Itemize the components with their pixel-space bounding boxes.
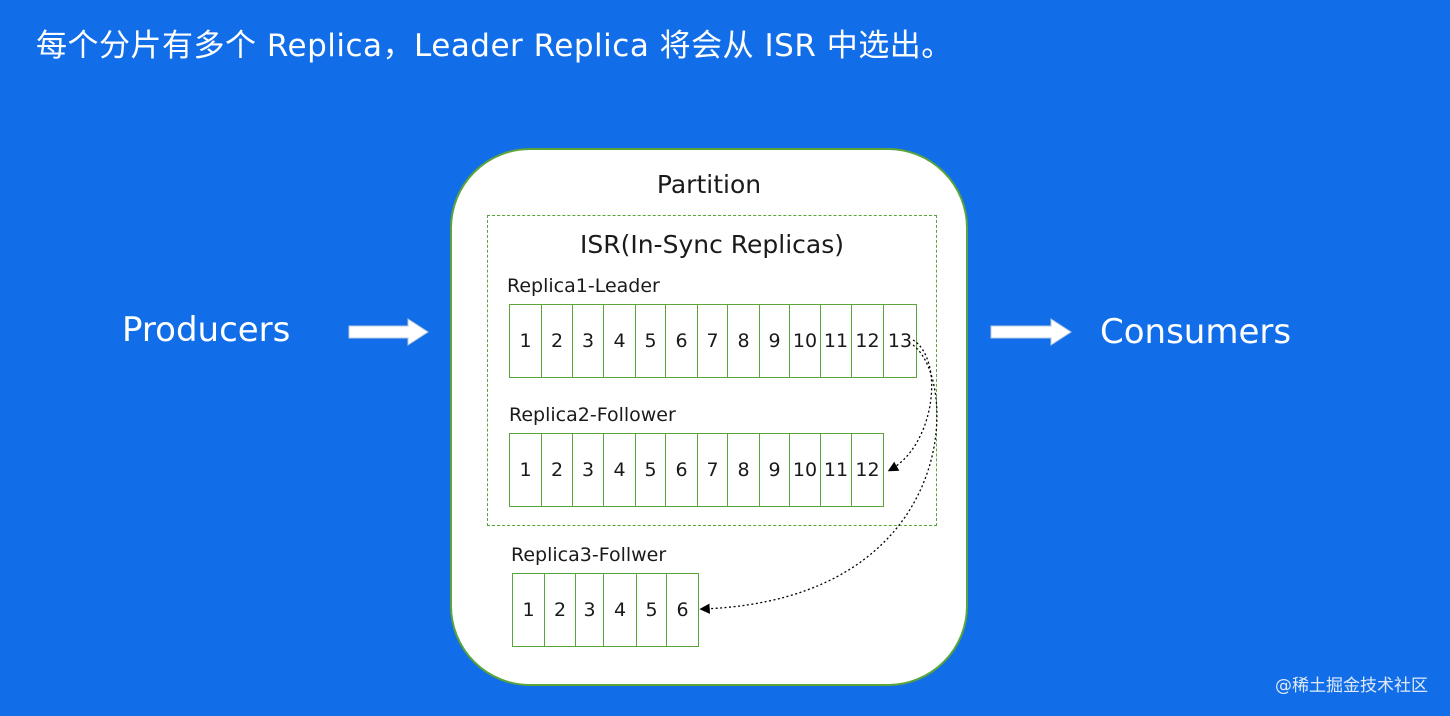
replica2-segment: 3 bbox=[573, 433, 604, 507]
replica2-segment: 4 bbox=[604, 433, 636, 507]
replica1-log: 1 2 3 4 5 6 7 8 9 10 11 12 13 bbox=[509, 304, 917, 378]
replica1-segment: 10 bbox=[790, 304, 821, 378]
isr-title: ISR(In-Sync Replicas) bbox=[579, 230, 845, 259]
consumers-label: Consumers bbox=[1100, 312, 1292, 352]
replica3-segment: 1 bbox=[513, 573, 545, 647]
replica2-log: 1 2 3 4 5 6 7 8 9 10 11 12 bbox=[509, 433, 884, 507]
replica3-segment: 5 bbox=[637, 573, 667, 647]
replica1-segment: 2 bbox=[542, 304, 573, 378]
replica1-segment: 6 bbox=[666, 304, 698, 378]
replica3-label: Replica3-Follwer bbox=[511, 544, 667, 566]
replica1-segment: 5 bbox=[636, 304, 666, 378]
replica2-segment: 8 bbox=[728, 433, 760, 507]
replica1-label: Replica1-Leader bbox=[507, 275, 660, 297]
replica2-segment: 10 bbox=[790, 433, 821, 507]
replica2-segment: 1 bbox=[510, 433, 542, 507]
isr-group: ISR(In-Sync Replicas) bbox=[487, 215, 937, 526]
replica1-segment: 11 bbox=[821, 304, 852, 378]
page-heading: 每个分片有多个 Replica，Leader Replica 将会从 ISR 中… bbox=[36, 28, 953, 64]
replica1-segment: 1 bbox=[510, 304, 542, 378]
replica2-segment: 9 bbox=[760, 433, 790, 507]
replica1-segment: 13 bbox=[884, 304, 917, 378]
consumers-arrow-icon bbox=[990, 318, 1072, 346]
replica3-segment: 4 bbox=[604, 573, 637, 647]
replica3-segment: 3 bbox=[576, 573, 604, 647]
producers-arrow-icon bbox=[348, 318, 429, 346]
replica1-segment: 7 bbox=[698, 304, 728, 378]
partition-title: Partition bbox=[656, 170, 762, 199]
replica2-segment: 2 bbox=[542, 433, 573, 507]
replica1-segment: 9 bbox=[760, 304, 790, 378]
replica3-log: 1 2 3 4 5 6 bbox=[512, 573, 699, 647]
replica1-segment: 12 bbox=[852, 304, 884, 378]
producers-label: Producers bbox=[122, 310, 291, 350]
replica2-segment: 7 bbox=[698, 433, 728, 507]
replica3-segment: 6 bbox=[667, 573, 699, 647]
replica2-segment: 6 bbox=[666, 433, 698, 507]
replica1-segment: 4 bbox=[604, 304, 636, 378]
replica2-segment: 12 bbox=[852, 433, 884, 507]
replica2-label: Replica2-Follower bbox=[509, 404, 676, 426]
replica2-segment: 5 bbox=[636, 433, 666, 507]
replica1-segment: 8 bbox=[728, 304, 760, 378]
footer-credit: @稀土掘金技术社区 bbox=[1275, 676, 1428, 696]
replica2-segment: 11 bbox=[821, 433, 852, 507]
replica1-segment: 3 bbox=[573, 304, 604, 378]
replica3-segment: 2 bbox=[545, 573, 576, 647]
